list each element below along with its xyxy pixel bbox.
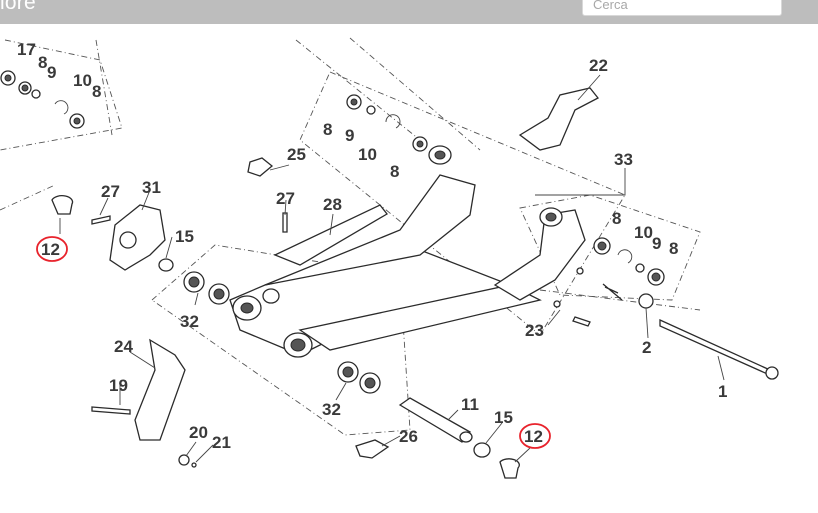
- label-9: 9: [652, 234, 661, 253]
- label-32: 32: [322, 400, 341, 419]
- leader-lines: [59, 74, 725, 463]
- label-2: 2: [642, 338, 651, 357]
- label-22: 22: [589, 56, 608, 75]
- bearings: [0, 70, 665, 458]
- label-10: 10: [634, 223, 653, 242]
- label-19: 19: [109, 376, 128, 395]
- label-12: 12: [524, 427, 543, 446]
- top-bar: iore: [0, 0, 818, 24]
- label-10: 10: [73, 71, 92, 90]
- label-8: 8: [323, 120, 332, 139]
- label-12: 12: [41, 240, 60, 259]
- label-31: 31: [142, 178, 161, 197]
- label-33: 33: [614, 150, 633, 169]
- label-1: 1: [718, 382, 727, 401]
- dashed-frames: [0, 37, 701, 436]
- label-20: 20: [189, 423, 208, 442]
- label-25: 25: [287, 145, 306, 164]
- search-box[interactable]: [582, 0, 782, 16]
- label-23: 23: [525, 321, 544, 340]
- label-26: 26: [399, 427, 418, 446]
- label-24: 24: [114, 337, 133, 356]
- label-8: 8: [38, 53, 47, 72]
- label-27: 27: [276, 189, 295, 208]
- label-9: 9: [47, 63, 56, 82]
- search-input[interactable]: [593, 0, 773, 13]
- label-10: 10: [358, 145, 377, 164]
- label-28: 28: [323, 195, 342, 214]
- exploded-parts-diagram: 17 8 9 10 8 12 27 31 15 32 8 9 10 8 25 2…: [0, 37, 779, 479]
- label-17: 17: [17, 40, 36, 59]
- label-8: 8: [669, 239, 678, 258]
- label-15: 15: [494, 408, 513, 427]
- label-27: 27: [101, 182, 120, 201]
- page-title: iore: [0, 0, 36, 14]
- label-8: 8: [390, 162, 399, 181]
- label-8: 8: [92, 82, 101, 101]
- label-32: 32: [180, 312, 199, 331]
- label-8: 8: [612, 209, 621, 228]
- misc-parts: [51, 87, 779, 479]
- swingarm: [229, 145, 586, 358]
- part-labels: 17 8 9 10 8 12 27 31 15 32 8 9 10 8 25 2…: [17, 40, 727, 452]
- highlight-marks: [36, 236, 551, 449]
- label-21: 21: [212, 433, 231, 452]
- highlight-circle: [36, 236, 68, 262]
- label-11: 11: [461, 395, 479, 414]
- highlight-circle: [519, 423, 551, 449]
- label-9: 9: [345, 126, 354, 145]
- label-15: 15: [175, 227, 194, 246]
